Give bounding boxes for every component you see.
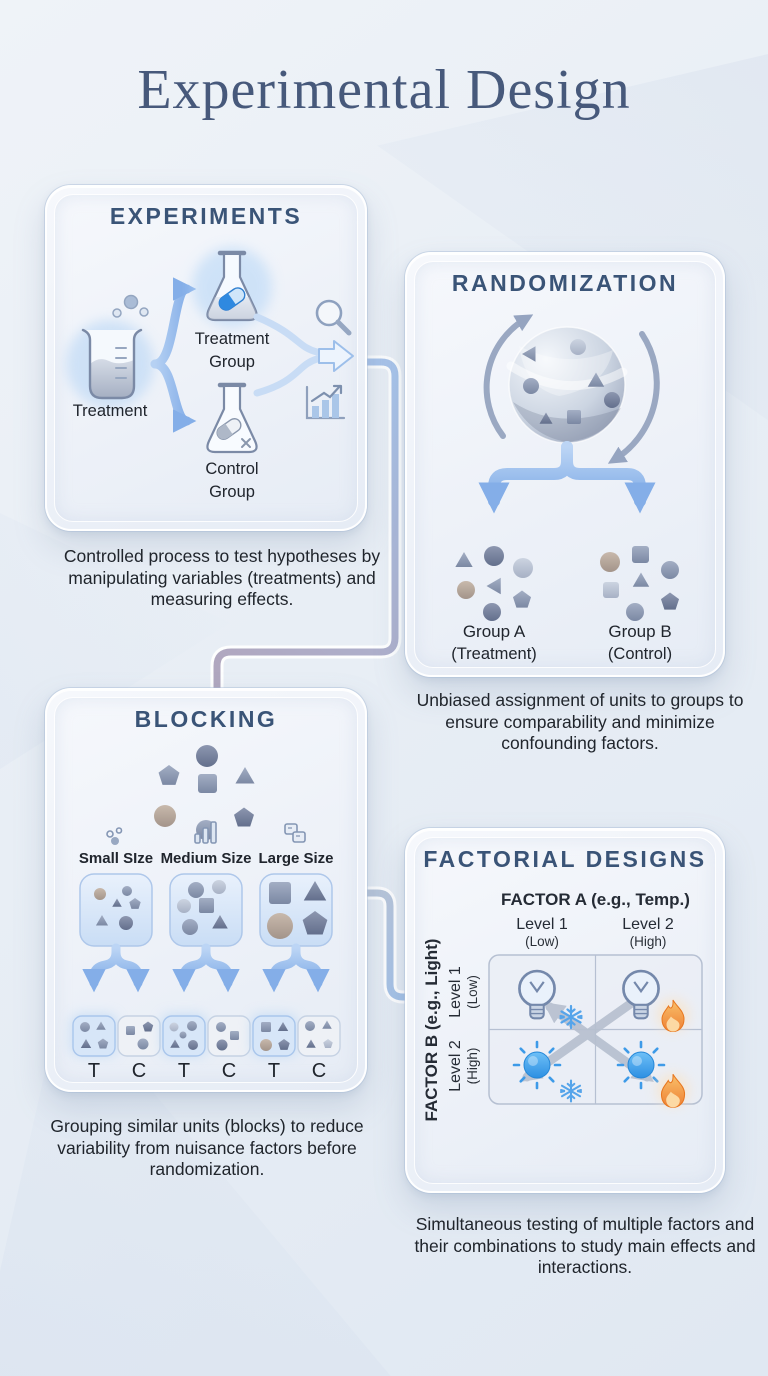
factorial-heading: FACTORIAL DESIGNS bbox=[423, 846, 707, 872]
treatment-control-boxes bbox=[71, 1014, 341, 1057]
small-size-label: Small SIze bbox=[79, 850, 153, 867]
randomization-heading: RANDOMIZATION bbox=[451, 270, 679, 296]
large-block-box bbox=[259, 873, 333, 947]
block-split-arrows bbox=[82, 943, 330, 993]
outcome-label-5: T bbox=[268, 1060, 280, 1082]
outcome-label-2: C bbox=[132, 1060, 146, 1082]
shuffle-arrows-icon bbox=[483, 314, 660, 464]
treatment-group-label-2: Group bbox=[209, 353, 255, 371]
blocking-panel: BLOCKING Small SIze bbox=[45, 688, 367, 1092]
group-a-shapes bbox=[455, 546, 533, 621]
factor-a-level2-name: Level 2 bbox=[622, 916, 674, 933]
pill-icon bbox=[218, 287, 246, 311]
sphere-units-shapes bbox=[522, 339, 620, 424]
control-group-label-2: Group bbox=[209, 483, 255, 501]
outcome-label-3: T bbox=[178, 1060, 190, 1082]
magnifier-icon bbox=[315, 299, 352, 336]
randomization-description: Unbiased assignment of units to groups t… bbox=[416, 690, 744, 754]
cell-high-high bbox=[616, 1040, 689, 1108]
assignment-split-arrow bbox=[478, 441, 656, 514]
factor-a-level1-sub: (Low) bbox=[525, 934, 559, 949]
outcome-label-6: C bbox=[312, 1060, 326, 1082]
cell-high-low bbox=[622, 969, 689, 1032]
connector-experiments-to-blocking bbox=[213, 358, 399, 694]
page-title: Experimental Design bbox=[137, 59, 631, 121]
randomization-panel: RANDOMIZATION bbox=[405, 252, 725, 677]
factor-a-label: FACTOR A (e.g., Temp.) bbox=[501, 890, 690, 909]
experiments-diagram: Treatment Treatment bbox=[66, 247, 354, 501]
factor-a-level1-name: Level 1 bbox=[516, 916, 568, 933]
merge-arrow bbox=[253, 313, 354, 397]
group-b-shapes bbox=[600, 546, 680, 621]
split-arrow bbox=[138, 277, 197, 433]
group-a-sublabel: (Treatment) bbox=[451, 645, 537, 663]
treatment-group-label-1: Treatment bbox=[195, 330, 270, 348]
large-size-label: Large Size bbox=[258, 850, 333, 867]
factor-a-level2-sub: (High) bbox=[629, 934, 667, 949]
experiments-description: Controlled process to test hypotheses by… bbox=[63, 546, 381, 610]
blocking-diagram: Small SIze Medium Size Large Size bbox=[71, 745, 341, 1082]
factorial-panel: FACTORIAL DESIGNS FACTOR A (e.g., Temp.)… bbox=[405, 828, 725, 1193]
randomizer-sphere-icon bbox=[506, 326, 628, 444]
blocking-heading: BLOCKING bbox=[134, 706, 278, 732]
small-block-box bbox=[79, 873, 153, 947]
medium-size-icon bbox=[194, 821, 217, 844]
group-b-label: Group B bbox=[608, 622, 671, 641]
randomization-diagram: Group A (Treatment) Group B (Control) bbox=[451, 314, 680, 663]
factorial-grid-diagram bbox=[488, 954, 703, 1108]
group-a-label: Group A bbox=[463, 622, 526, 641]
factor-a-level1: Level 1 (Low) bbox=[492, 916, 592, 949]
chart-icon bbox=[305, 384, 346, 420]
small-size-icon bbox=[106, 827, 123, 845]
mixed-units-shapes bbox=[154, 745, 255, 840]
factorial-description: Simultaneous testing of multiple factors… bbox=[414, 1214, 756, 1278]
control-pill-icon bbox=[216, 418, 242, 440]
outcome-label-4: C bbox=[222, 1060, 236, 1082]
treatment-flask-icon bbox=[192, 247, 272, 327]
beaker-icon bbox=[66, 294, 154, 408]
experiments-panel: EXPERIMENTS Treatment bbox=[45, 185, 367, 531]
experiments-heading: EXPERIMENTS bbox=[109, 203, 303, 229]
factor-a-level2: Level 2 (High) bbox=[598, 916, 698, 949]
medium-block-box bbox=[169, 873, 243, 947]
treatment-label: Treatment bbox=[73, 402, 148, 420]
control-flask-icon bbox=[207, 385, 256, 452]
control-group-label-1: Control bbox=[205, 460, 258, 478]
group-b-sublabel: (Control) bbox=[608, 645, 672, 663]
outcome-label-1: T bbox=[88, 1060, 100, 1082]
blocking-description: Grouping similar units (blocks) to reduc… bbox=[50, 1116, 364, 1180]
large-size-icon bbox=[284, 823, 306, 843]
medium-size-label: Medium Size bbox=[161, 850, 252, 867]
